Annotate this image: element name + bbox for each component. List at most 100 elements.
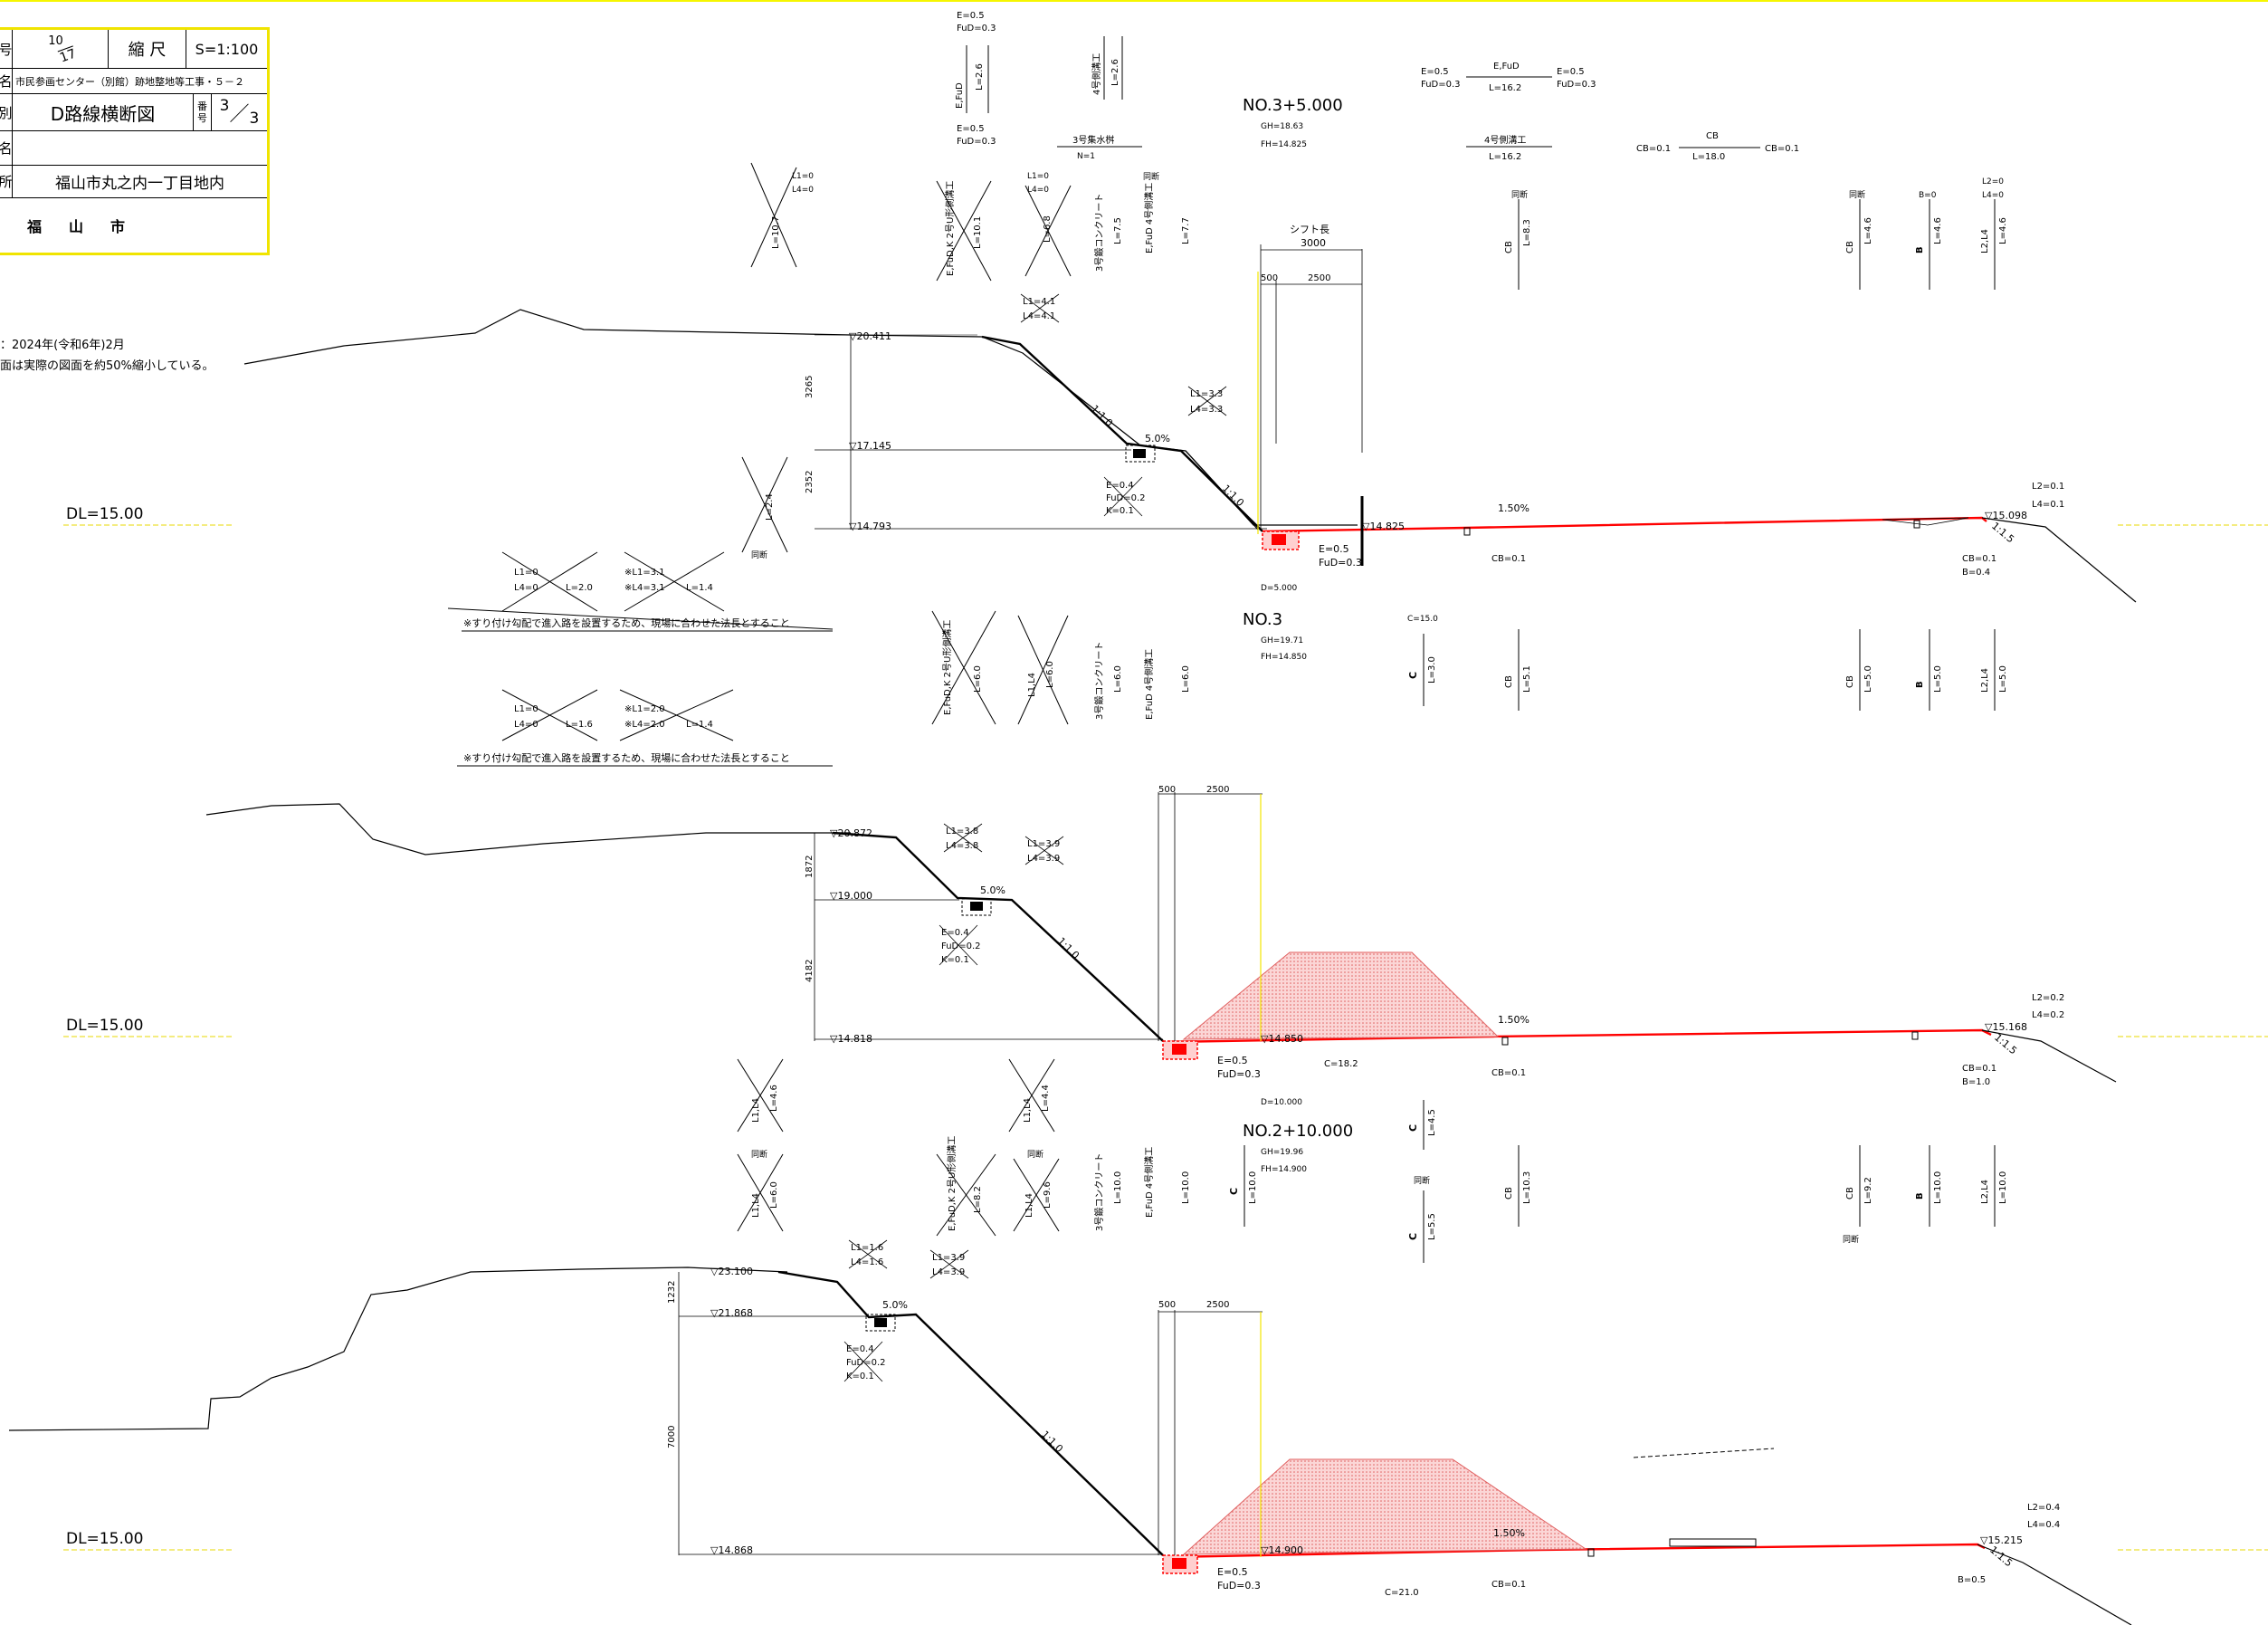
l4-label: L4=0.1 bbox=[2032, 500, 2064, 510]
c-label: C=18.2 bbox=[1324, 1059, 1358, 1069]
l2-label: L2=0.2 bbox=[2032, 993, 2064, 1003]
top-border-line bbox=[0, 0, 2268, 2]
v-label: E,FuD,K 2号U形側溝工 bbox=[944, 181, 956, 276]
crossed-text: L4=4.1 bbox=[1023, 311, 1055, 321]
v-label: L=4.6 bbox=[1933, 217, 1943, 244]
blank-cell bbox=[12, 131, 267, 165]
cross-line bbox=[1008, 1058, 1055, 1133]
sheet-number: 3 ／ 3 bbox=[211, 94, 267, 130]
sheet-den: 3 bbox=[249, 110, 260, 128]
v-label: L=9.6 bbox=[1043, 1181, 1053, 1209]
box-text: L1=0 bbox=[514, 568, 538, 578]
slope-line bbox=[1185, 450, 1259, 531]
cross-line bbox=[750, 162, 797, 268]
ef-label: FuD=0.3 bbox=[1217, 1580, 1261, 1592]
tb-row-label: 別 bbox=[0, 104, 13, 121]
v-label: L=10.7 bbox=[771, 216, 781, 249]
note-text: ※すり付け勾配で進入路を設置するため、現場に合わせた法長とすること bbox=[463, 751, 790, 764]
cross-line bbox=[848, 1239, 888, 1269]
box-text: ※L1=2.0 bbox=[624, 704, 665, 714]
v-small: 同断 bbox=[751, 550, 767, 560]
v-small: 同断 bbox=[1414, 1175, 1430, 1186]
b-label: B=0.4 bbox=[1962, 568, 1990, 578]
gh-value: GH=19.71 bbox=[1261, 636, 1303, 645]
crossfall-label: 1.50% bbox=[1498, 502, 1529, 514]
v-label: 3号鍛コンクリート bbox=[1093, 194, 1105, 272]
fill-area bbox=[1182, 951, 1500, 1040]
v-label: E,FuD,K 2号U形側溝工 bbox=[941, 620, 953, 715]
legend-text: L=18.0 bbox=[1692, 152, 1725, 162]
level-mark: ▽14.868 bbox=[710, 1544, 753, 1556]
level-mark: ▽23.100 bbox=[710, 1266, 753, 1277]
scale-label: 縮 尺 bbox=[108, 30, 186, 68]
v-label: L=8.3 bbox=[1522, 219, 1532, 246]
existing-ground-line bbox=[205, 803, 851, 856]
existing-ground-line bbox=[243, 309, 1358, 526]
section-name: NO.3+5.000 bbox=[1243, 96, 1343, 115]
tb-row-label: 所 bbox=[0, 174, 13, 190]
v-label: L=10.0 bbox=[1933, 1171, 1943, 1204]
sheet-label-1: 番 bbox=[197, 100, 207, 112]
legend-text: E,FuD bbox=[955, 82, 965, 109]
v-label: L=6.0 bbox=[1113, 665, 1123, 693]
v-label: L=6.0 bbox=[769, 1181, 779, 1209]
width-2500: 2500 bbox=[1308, 273, 1330, 283]
level-mark: ▽15.215 bbox=[1980, 1534, 2023, 1546]
width-2500: 2500 bbox=[1206, 1300, 1229, 1310]
crossed-text: FuD=0.2 bbox=[1106, 493, 1146, 503]
shift-label: シフト長 bbox=[1290, 224, 1329, 235]
drawing-number: 10 17 bbox=[12, 30, 108, 68]
v-label: L=6.0 bbox=[1181, 665, 1191, 693]
legend-text: FuD=0.3 bbox=[1421, 80, 1461, 90]
cb-label: CB=0.1 bbox=[1962, 1064, 1996, 1074]
bench-ditch-core bbox=[970, 902, 983, 911]
section-no2-10: DL=15.00 NO.2+10.000 GH=19.96 FH=14.900 … bbox=[8, 1122, 2268, 1625]
level-mark: ▽20.411 bbox=[849, 330, 891, 342]
d-value: D=10.000 bbox=[1261, 1098, 1302, 1107]
grade-label: 5.0% bbox=[882, 1299, 908, 1311]
legend-text: L=16.2 bbox=[1489, 83, 1521, 93]
ditch-outline bbox=[1882, 517, 1969, 526]
v-label: L2,L4 bbox=[1980, 229, 1990, 253]
right-slope-line bbox=[1981, 517, 2137, 603]
v-small: L4=0 bbox=[1027, 186, 1049, 195]
cross-line bbox=[624, 551, 725, 612]
v-small: C=15.0 bbox=[1407, 615, 1438, 624]
v-label: L=10.0 bbox=[1181, 1171, 1191, 1204]
v-label: L=6.8 bbox=[1043, 215, 1053, 243]
bench-ditch bbox=[1125, 444, 1156, 463]
sheet-label: 番 号 bbox=[193, 94, 211, 130]
v-label: L=7.5 bbox=[1113, 217, 1123, 244]
crossed-text: FuD=0.2 bbox=[941, 942, 981, 951]
dashed-line bbox=[1633, 1448, 1775, 1458]
crossed-text: K=0.1 bbox=[846, 1372, 874, 1381]
legend-text: 4号側溝工 bbox=[1484, 134, 1526, 146]
crossed-text: E=0.4 bbox=[846, 1344, 874, 1354]
dl-label: DL=15.00 bbox=[66, 1017, 143, 1035]
legend-text: FuD=0.3 bbox=[957, 137, 996, 147]
dl-label: DL=15.00 bbox=[66, 1530, 143, 1548]
v-label: CB bbox=[1504, 675, 1514, 688]
ditch-marker bbox=[1463, 527, 1471, 536]
v-label: L=10.0 bbox=[1248, 1171, 1258, 1204]
bench-ditch bbox=[961, 898, 992, 916]
tb-row-location: 所 福山市丸之内一丁目地内 bbox=[0, 166, 267, 198]
v-label: L1,L4 bbox=[1024, 1193, 1034, 1218]
v-small: 同断 bbox=[751, 1149, 767, 1160]
level-mark: ▽20.872 bbox=[830, 827, 872, 839]
tb-row-drawing: 別 D路線横断図 番 号 3 ／ 3 bbox=[0, 94, 267, 131]
legend-text: FuD=0.3 bbox=[1557, 80, 1596, 90]
level-mark: ▽14.825 bbox=[1362, 521, 1405, 532]
legend-text: CB=0.1 bbox=[1765, 144, 1799, 154]
project-name: 市民参画センター（別館）跡地整地等工事・５－２ bbox=[12, 69, 267, 93]
legend-text: E=0.5 bbox=[957, 11, 985, 21]
cross-line bbox=[843, 1341, 883, 1382]
legend-text: L=16.2 bbox=[1489, 152, 1521, 162]
box-text: L4=0 bbox=[514, 720, 538, 730]
v-label: L=2.4 bbox=[765, 493, 775, 521]
box-text: L1=0 bbox=[514, 704, 538, 714]
v-small: B=0 bbox=[1919, 191, 1937, 200]
cross-line bbox=[929, 1249, 969, 1279]
section-name: NO.3 bbox=[1243, 610, 1282, 629]
gh-value: GH=19.96 bbox=[1261, 1148, 1303, 1157]
